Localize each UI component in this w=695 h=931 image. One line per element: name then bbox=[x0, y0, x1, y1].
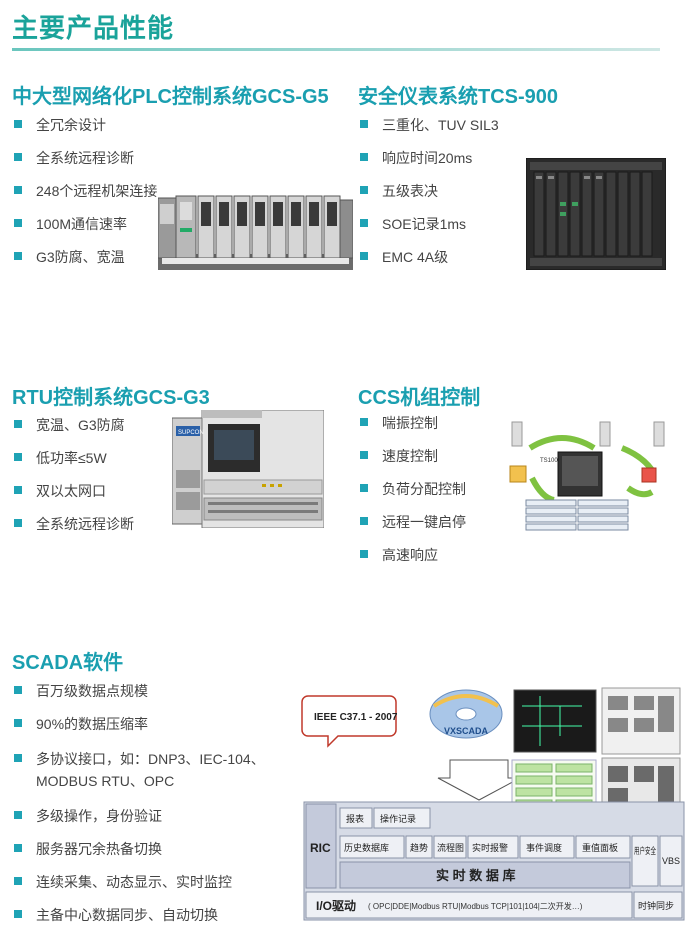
module-flowchart: 流程图 bbox=[437, 842, 464, 853]
bullet-icon bbox=[360, 219, 368, 227]
bullet-icon bbox=[14, 453, 22, 461]
time-sync-label: 时钟同步 bbox=[638, 900, 674, 911]
bullet-icon bbox=[14, 844, 22, 852]
section-title-gcs-g5: 中大型网络化PLC控制系统GCS-G5 bbox=[12, 86, 329, 108]
feature-list-scada: 百万级数据点规模 90%的数据压缩率 多协议接口，如：DNP3、IEC-104、… bbox=[12, 682, 292, 924]
user-security-label: 用户安全 bbox=[634, 845, 656, 856]
realtime-db-label: 实 时 数 据 库 bbox=[436, 868, 515, 883]
disc-label: VXSCADA bbox=[444, 726, 489, 736]
list-item: 90%的数据压缩率 bbox=[12, 715, 292, 733]
bullet-icon bbox=[360, 550, 368, 558]
bullet-icon bbox=[14, 811, 22, 819]
list-item: 百万级数据点规模 bbox=[12, 682, 292, 700]
list-item: 全系统远程诊断 bbox=[12, 149, 157, 167]
section-title-gcs-g3: RTU控制系统GCS-G3 bbox=[12, 387, 210, 409]
bullet-icon bbox=[14, 252, 22, 260]
bullet-icon bbox=[14, 754, 22, 762]
ccs-architecture-diagram: TS100 bbox=[509, 421, 665, 531]
io-driver-label: I/O驱动 bbox=[316, 899, 356, 913]
ric-label: RIC bbox=[310, 841, 331, 855]
list-item: EMC 4A级 bbox=[358, 248, 499, 266]
bullet-icon bbox=[360, 484, 368, 492]
feature-list-gcs-g5: 全冗余设计 全系统远程诊断 248个远程机架连接 100M通信速率 G3防腐、宽… bbox=[12, 116, 157, 266]
feature-list-tcs-900: 三重化、TUV SIL3 响应时间20ms 五级表决 SOE记录1ms EMC … bbox=[358, 116, 499, 266]
io-protocols-label: ( OPC|DDE|Modbus RTU|Modbus TCP|101|104|… bbox=[368, 901, 583, 911]
module-event-schedule: 事件调度 bbox=[526, 842, 562, 853]
list-item: 双以太网口 bbox=[12, 482, 134, 500]
module-trend: 趋势 bbox=[410, 842, 428, 853]
bullet-icon bbox=[14, 519, 22, 527]
list-item: SOE记录1ms bbox=[358, 215, 499, 233]
module-operation-log: 操作记录 bbox=[380, 813, 416, 824]
bullet-icon bbox=[14, 686, 22, 694]
page-title: 主要产品性能 bbox=[12, 13, 175, 43]
tcs-900-cabinet-image bbox=[526, 158, 666, 270]
list-item: 全系统远程诊断 bbox=[12, 515, 134, 533]
list-item: 响应时间20ms bbox=[358, 149, 499, 167]
list-item: 三重化、TUV SIL3 bbox=[358, 116, 499, 134]
list-item: 主备中心数据同步、自动切换 bbox=[12, 906, 292, 924]
list-item: 五级表决 bbox=[358, 182, 499, 200]
bullet-icon bbox=[360, 252, 368, 260]
bullet-icon bbox=[14, 420, 22, 428]
standard-label: IEEE C37.1 - 2007 bbox=[314, 712, 398, 723]
list-item: 高速响应 bbox=[358, 546, 466, 564]
bullet-icon bbox=[14, 486, 22, 494]
list-item: 低功率≤5W bbox=[12, 449, 134, 467]
section-title-tcs-900: 安全仪表系统TCS-900 bbox=[358, 86, 559, 108]
list-item: 多级操作，身份验证 bbox=[12, 807, 292, 825]
vbs-label: VBS bbox=[662, 856, 680, 866]
section-title-scada: SCADA软件 bbox=[12, 652, 124, 674]
bullet-icon bbox=[14, 186, 22, 194]
list-item: 248个远程机架连接 bbox=[12, 182, 157, 200]
list-item: 远程一键启停 bbox=[358, 513, 466, 531]
list-item: 100M通信速率 bbox=[12, 215, 157, 233]
bullet-icon bbox=[14, 719, 22, 727]
scada-architecture-diagram: IEEE C37.1 - 2007 VXSCADA RIC 报表 操作记录 历史… bbox=[301, 687, 685, 921]
list-item: 负荷分配控制 bbox=[358, 480, 466, 498]
bullet-icon bbox=[14, 153, 22, 161]
list-item: 喘振控制 bbox=[358, 414, 466, 432]
bullet-icon bbox=[360, 517, 368, 525]
rtu-brand-label: SUPCON bbox=[178, 430, 204, 436]
bullet-icon bbox=[14, 877, 22, 885]
bullet-icon bbox=[360, 120, 368, 128]
list-item: 全冗余设计 bbox=[12, 116, 157, 134]
bullet-icon bbox=[14, 120, 22, 128]
feature-list-ccs: 喘振控制 速度控制 负荷分配控制 远程一键启停 高速响应 bbox=[358, 414, 466, 564]
module-value-panel: 重值面板 bbox=[582, 842, 618, 853]
module-realtime-alarm: 实时报警 bbox=[472, 842, 508, 853]
bullet-icon bbox=[14, 219, 22, 227]
bullet-icon bbox=[360, 418, 368, 426]
module-report: 报表 bbox=[346, 813, 364, 824]
section-title-ccs: CCS机组控制 bbox=[358, 387, 481, 409]
list-item: 宽温、G3防腐 bbox=[12, 416, 134, 434]
bullet-icon bbox=[14, 910, 22, 918]
gcs-g3-rtu-image: SUPCON bbox=[172, 410, 324, 528]
list-item: 连续采集、动态显示、实时监控 bbox=[12, 873, 292, 891]
bullet-icon bbox=[360, 186, 368, 194]
list-item: G3防腐、宽温 bbox=[12, 248, 157, 266]
module-history-db: 历史数据库 bbox=[344, 842, 389, 853]
title-divider bbox=[12, 48, 660, 51]
list-item: 多协议接口，如：DNP3、IEC-104、MODBUS RTU、OPC bbox=[12, 748, 288, 792]
bullet-icon bbox=[360, 451, 368, 459]
ccs-center-label: TS100 bbox=[540, 458, 558, 464]
list-item: 速度控制 bbox=[358, 447, 466, 465]
bullet-icon bbox=[360, 153, 368, 161]
list-item: 服务器冗余热备切换 bbox=[12, 840, 292, 858]
feature-list-gcs-g3: 宽温、G3防腐 低功率≤5W 双以太网口 全系统远程诊断 bbox=[12, 416, 134, 533]
gcs-g5-rack-image bbox=[158, 195, 353, 270]
